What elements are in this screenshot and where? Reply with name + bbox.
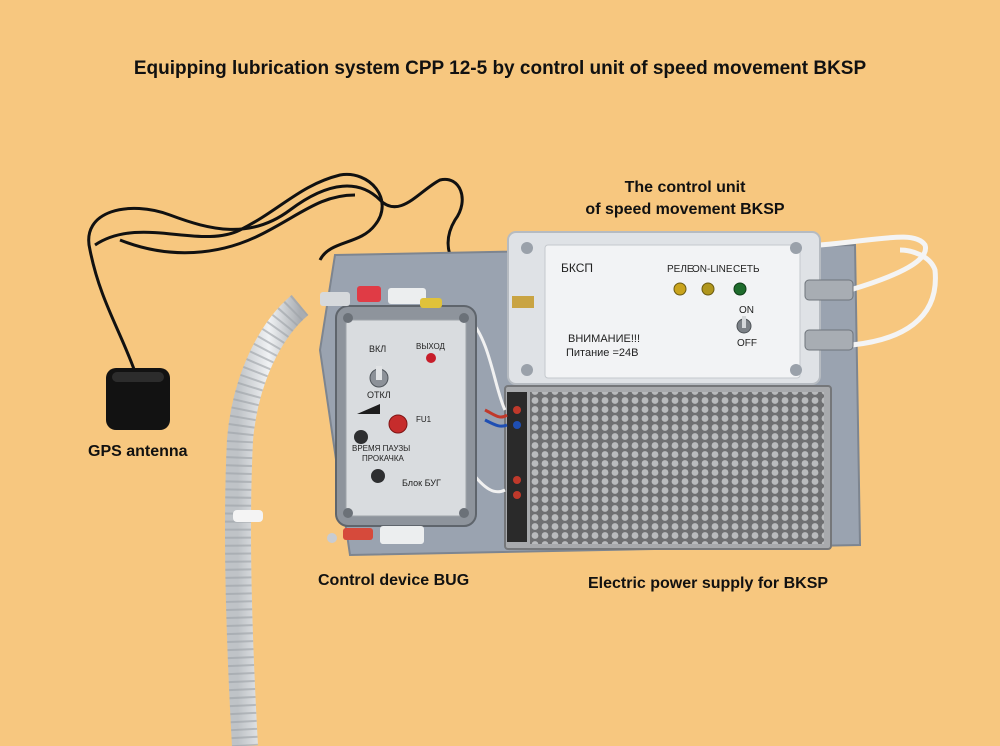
led-set-icon <box>733 282 747 296</box>
gps-antenna-icon <box>106 368 170 430</box>
fuse-icon <box>388 414 408 434</box>
corrugated-conduit <box>224 295 309 746</box>
led-rele-label: РЕЛЕ <box>667 264 694 275</box>
bug-control-device: ВКЛ ОТКЛ ВЫХОД FU1 ВРЕМЯ ПАУЗЫ ПРОКАЧКА … <box>320 286 477 544</box>
bug-otkl-label: ОТКЛ <box>367 390 391 400</box>
bug-bottom-connector <box>380 526 424 544</box>
bksp-caption-line1: The control unit <box>624 179 746 196</box>
switch-off-label: OFF <box>737 338 757 349</box>
pause-knob-icon <box>354 430 368 444</box>
bug-pause-label: ВРЕМЯ ПАУЗЫ <box>352 444 410 453</box>
gps-connector <box>512 296 534 308</box>
bksp-caption: The control unit of speed movement BKSP <box>560 177 810 221</box>
page-title: Equipping lubrication system CPP 12-5 by… <box>133 58 867 79</box>
pump-button-icon <box>371 469 385 483</box>
switch-on-label: ON <box>739 305 754 316</box>
bug-vyhod-label: ВЫХОД <box>416 342 446 351</box>
led-online-label: ON-LINE <box>692 264 733 275</box>
gps-antenna-label: GPS antenna <box>88 443 188 460</box>
warning-line1: ВНИМАНИЕ!!! <box>568 333 640 345</box>
bug-device-name: Блок БУГ <box>402 478 441 488</box>
bksp-control-unit: БКСП РЕЛЕ ON-LINE СЕТЬ ON OFF ВНИМАНИЕ!!… <box>507 231 854 385</box>
bug-vkl-label: ВКЛ <box>369 344 386 354</box>
cable-tie <box>233 510 263 522</box>
led-set-label: СЕТЬ <box>733 264 760 275</box>
bug-device-label: Control device BUG <box>318 572 470 589</box>
warning-line2: Питание =24В <box>566 347 638 359</box>
power-supply-unit <box>504 385 832 550</box>
led-rele-icon <box>673 282 687 296</box>
bug-fu1-label: FU1 <box>416 415 432 424</box>
output-led-icon <box>426 353 436 363</box>
power-supply-mesh <box>530 392 824 544</box>
bug-pump-label: ПРОКАЧКА <box>362 454 404 463</box>
power-supply-label: Electric power supply for BKSP <box>588 575 829 592</box>
pause-ramp-icon <box>357 404 380 414</box>
led-online-icon <box>701 282 715 296</box>
plate-screw <box>327 533 337 543</box>
bksp-output-cables <box>819 234 938 348</box>
bksp-name: БКСП <box>561 261 593 275</box>
terminal-block <box>507 392 527 542</box>
bksp-caption-line2: of speed movement BKSP <box>585 201 785 218</box>
